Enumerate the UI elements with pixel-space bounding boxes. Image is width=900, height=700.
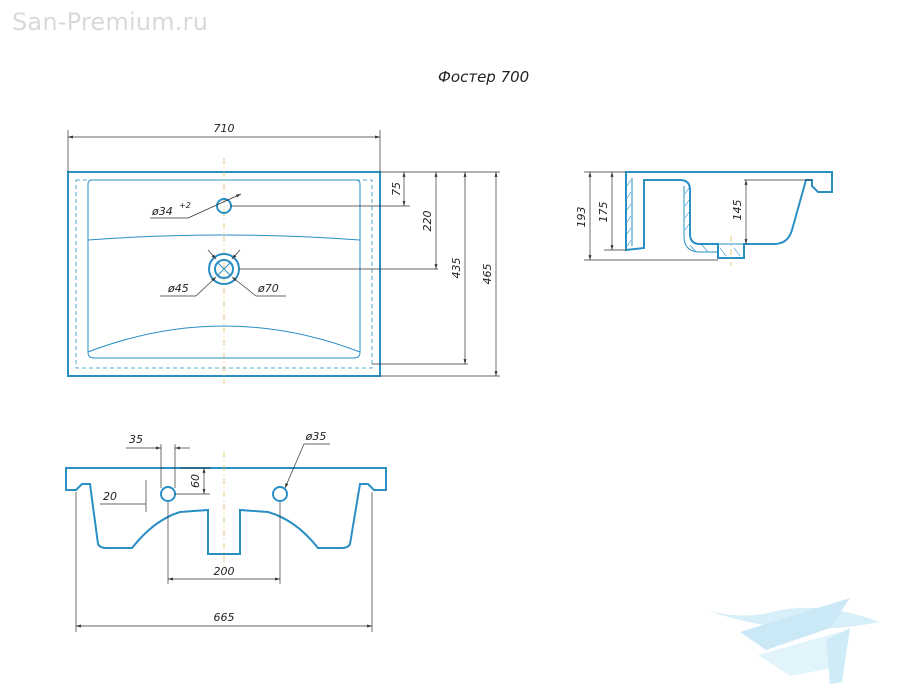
top-view-bowl — [87, 179, 361, 359]
side-section: 193 175 145 — [575, 171, 833, 266]
top-view-bowl-break — [87, 234, 361, 241]
dim-193: 193 — [575, 207, 588, 228]
brand-logo — [706, 598, 880, 684]
dim-145: 145 — [731, 200, 744, 221]
dim-front-60: 60 — [189, 474, 202, 488]
dim-710: 710 — [214, 122, 235, 135]
dim-tap-hole: ø34 — [151, 205, 173, 218]
front-hole-left — [160, 486, 176, 502]
dim-front-35: 35 — [129, 433, 143, 446]
dim-465: 465 — [481, 264, 494, 285]
drain-inner-ring — [214, 259, 234, 279]
dim-220: 220 — [421, 211, 434, 232]
dim-drain-inner: ø45 — [167, 282, 189, 295]
top-view-hidden-edge — [75, 179, 373, 369]
top-view: 710 ø34 +2 ø45 ø70 75 220 435 465 — [67, 122, 500, 384]
dim-175: 175 — [597, 202, 610, 223]
top-view-bowl-bottom — [87, 325, 361, 353]
front-view-outline — [65, 467, 387, 555]
front-view: 35 ø35 60 20 200 665 — [65, 430, 387, 632]
dim-front-20: 20 — [103, 490, 117, 503]
drawing-title: Фостер 700 — [438, 68, 530, 86]
dim-435: 435 — [450, 258, 463, 279]
dim-75: 75 — [390, 182, 403, 196]
dim-front-hole: ø35 — [305, 430, 327, 443]
dim-tap-hole-tolerance: +2 — [179, 201, 191, 210]
dim-drain-outer: ø70 — [257, 282, 279, 295]
side-section-hatching — [626, 179, 741, 257]
dim-front-200: 200 — [214, 565, 235, 578]
side-section-outline — [625, 171, 833, 259]
dim-front-665: 665 — [214, 611, 235, 624]
drain-cross-b — [216, 261, 232, 277]
watermark: San-Premium.ru — [12, 8, 209, 36]
front-hole-right — [272, 486, 288, 502]
